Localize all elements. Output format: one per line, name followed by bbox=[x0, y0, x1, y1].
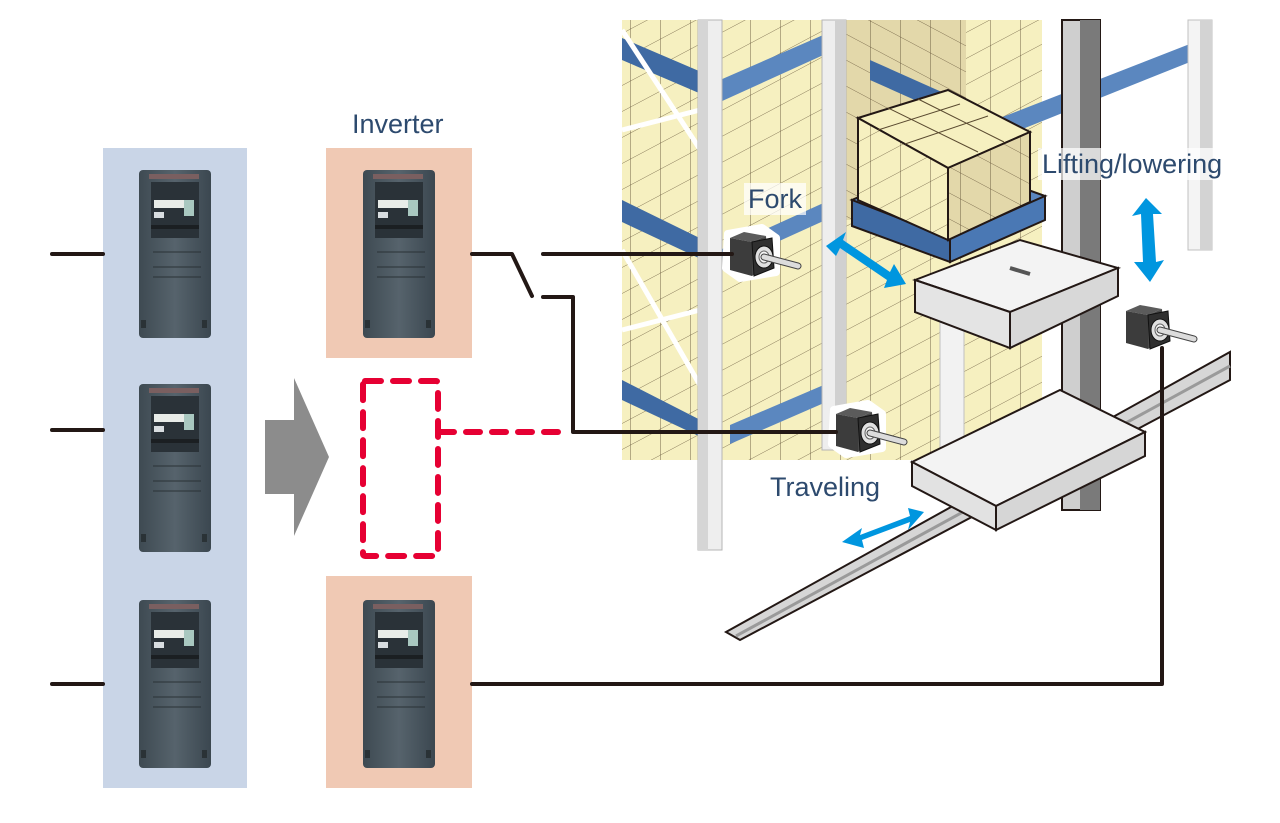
stacker-crane-illustration bbox=[619, 19, 1231, 642]
after-inverter-lift bbox=[362, 599, 436, 769]
lift-motor-icon bbox=[1122, 301, 1194, 351]
output-wiring bbox=[470, 252, 1164, 686]
lift-motion-arrow-icon bbox=[1132, 198, 1164, 282]
before-inverter-2 bbox=[138, 383, 212, 553]
traveling-carriage bbox=[909, 388, 1148, 532]
after-panel bbox=[326, 148, 573, 788]
after-inverter-shared bbox=[362, 169, 436, 339]
fork-motion-arrow-icon bbox=[826, 232, 906, 288]
before-wires bbox=[50, 252, 105, 686]
fork-label: Fork bbox=[744, 183, 806, 215]
removed-inverter-placeholder bbox=[360, 378, 441, 559]
traveling-motor-wire bbox=[541, 295, 838, 434]
before-inverter-1 bbox=[138, 169, 212, 339]
travel-motion-arrow-icon bbox=[842, 508, 924, 548]
traveling-label: Traveling bbox=[770, 472, 881, 502]
inverter-label: Inverter bbox=[352, 109, 444, 139]
fork-platform bbox=[912, 238, 1122, 350]
transition-arrow-icon bbox=[265, 378, 329, 536]
before-panel bbox=[103, 148, 247, 788]
before-inverter-3 bbox=[138, 599, 212, 769]
pallet-load bbox=[849, 88, 1048, 264]
lift-motor-wire bbox=[470, 346, 1164, 686]
lifting-lowering-label: Lifting/lowering bbox=[1038, 148, 1227, 180]
switch-contact-wire bbox=[470, 252, 534, 298]
